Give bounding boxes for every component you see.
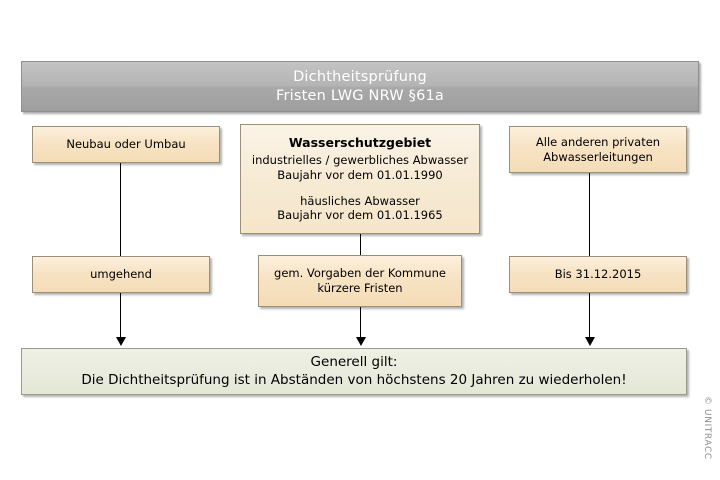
connector-right-upper bbox=[589, 173, 590, 256]
watermark-unitracc: © UNITRACC bbox=[702, 396, 712, 460]
deadline-center-line2: kürzere Fristen bbox=[317, 281, 403, 295]
connector-center-upper bbox=[360, 234, 361, 255]
condition-right-line2: Abwasserleitungen bbox=[543, 149, 653, 164]
connector-left-upper bbox=[120, 163, 121, 256]
arrow-head-center bbox=[356, 337, 366, 346]
condition-center-title: Wasserschutzgebiet bbox=[288, 135, 432, 151]
deadline-left-line1: umgehend bbox=[90, 267, 152, 282]
deadline-box-right: Bis 31.12.2015 bbox=[509, 256, 687, 293]
connector-center-lower bbox=[360, 307, 361, 339]
summary-line2: Die Dichtheitsprüfung ist in Abständen v… bbox=[81, 371, 627, 388]
condition-center-line1: industrielles / gewerbliches Abwasser bbox=[251, 153, 469, 168]
header-title-line2: Fristen LWG NRW §61a bbox=[275, 87, 445, 104]
condition-right-line1: Alle anderen privaten bbox=[535, 134, 661, 149]
condition-center-line2: Baujahr vor dem 01.01.1990 bbox=[277, 167, 443, 182]
header-banner: Dichtheitsprüfung Fristen LWG NRW §61a bbox=[21, 61, 699, 112]
summary-box: Generell gilt: Die Dichtheitsprüfung ist… bbox=[21, 348, 687, 395]
connector-left-lower bbox=[120, 293, 121, 339]
arrow-head-right bbox=[585, 337, 595, 346]
deadline-box-center: gem. Vorgaben der Kommune kürzere Friste… bbox=[258, 255, 462, 307]
header-title-line1: Dichtheitsprüfung bbox=[293, 68, 427, 85]
condition-box-left: Neubau oder Umbau bbox=[32, 126, 220, 163]
condition-box-right: Alle anderen privaten Abwasserleitungen bbox=[509, 126, 687, 173]
condition-left-line1: Neubau oder Umbau bbox=[66, 137, 186, 152]
arrow-head-left bbox=[116, 337, 126, 346]
condition-box-center: Wasserschutzgebiet industrielles / gewer… bbox=[240, 124, 480, 234]
condition-center-line3: häusliches Abwasser bbox=[300, 193, 420, 208]
condition-center-line4: Baujahr vor dem 01.01.1965 bbox=[277, 208, 443, 223]
summary-line1: Generell gilt: bbox=[310, 354, 398, 371]
deadline-right-line1: Bis 31.12.2015 bbox=[554, 267, 642, 282]
deadline-box-left: umgehend bbox=[32, 256, 210, 293]
connector-right-lower bbox=[589, 293, 590, 339]
deadline-center-line1: gem. Vorgaben der Kommune bbox=[274, 266, 446, 281]
